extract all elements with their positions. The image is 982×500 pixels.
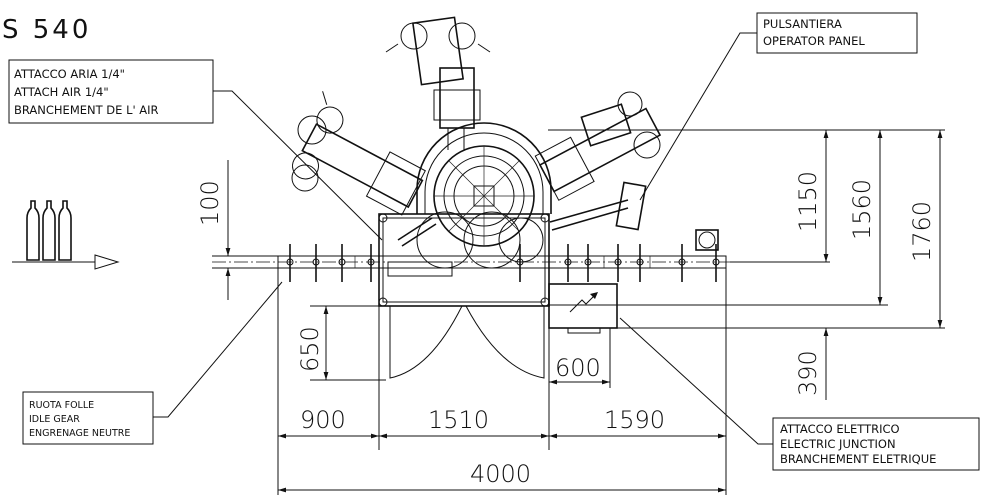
machine-body (212, 16, 740, 379)
panel-label-it: PULSANTIERA (763, 17, 842, 31)
drawing-title: S 540 (2, 15, 91, 45)
dim-1590: 1590 (604, 406, 665, 434)
dim-4000: 4000 (470, 460, 531, 488)
dim-600: 600 (555, 354, 601, 382)
idle-label-it: RUOTA FOLLE (29, 400, 94, 411)
electric-junction-callout: ATTACCO ELETTRICO ELECTRIC JUNCTION BRAN… (619, 317, 980, 471)
dim-650: 650 (296, 326, 324, 372)
operator-panel-callout: PULSANTIERA OPERATOR PANEL (639, 12, 918, 201)
panel-label-en: OPERATOR PANEL (763, 34, 865, 48)
electric-label-it: ATTACCO ELETTRICO (780, 422, 900, 436)
electric-label-fr: BRANCHEMENT ELETRIQUE (780, 452, 936, 466)
idle-label-en: IDLE GEAR (29, 414, 80, 425)
dim-1150: 1150 (794, 171, 822, 232)
air-label-it: ATTACCO ARIA 1/4" (14, 67, 125, 81)
idle-label-fr: ENGRENAGE NEUTRE (29, 428, 130, 439)
air-label-fr: BRANCHEMENT DE L' AIR (14, 103, 159, 117)
bottles-flow-icon (12, 200, 120, 270)
air-label-en: ATTACH AIR 1/4" (14, 85, 109, 99)
dim-1560: 1560 (848, 179, 876, 240)
idle-gear-callout: RUOTA FOLLE IDLE GEAR ENGRENAGE NEUTRE (22, 281, 283, 445)
dim-1760: 1760 (908, 201, 936, 262)
dim-900: 900 (300, 406, 346, 434)
dim-1510: 1510 (428, 406, 489, 434)
electric-label-en: ELECTRIC JUNCTION (780, 437, 896, 451)
dim-100: 100 (196, 180, 224, 226)
air-connection-callout: ATTACCO ARIA 1/4" ATTACH AIR 1/4" BRANCH… (8, 59, 383, 241)
dimension-lines (212, 129, 945, 495)
dim-390: 390 (794, 350, 822, 396)
